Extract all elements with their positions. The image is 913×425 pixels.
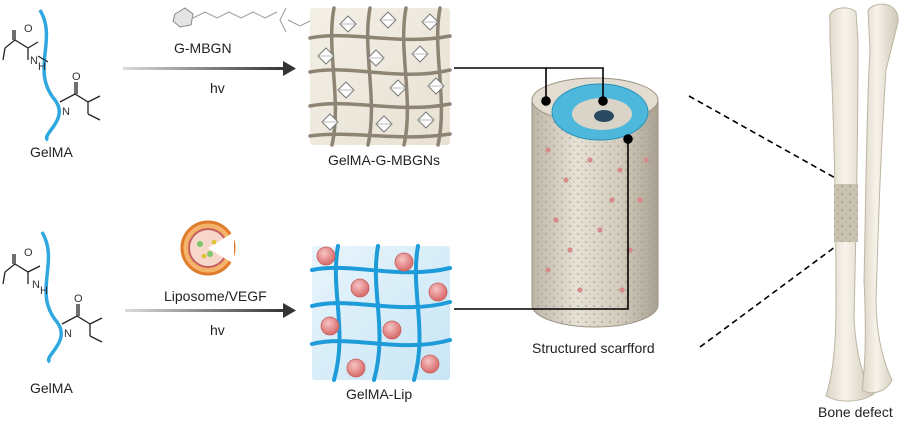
scaffold-speck bbox=[545, 267, 550, 272]
liposome-particle bbox=[321, 317, 339, 335]
liposome-icon bbox=[182, 222, 234, 274]
scaffold-speck bbox=[587, 157, 592, 162]
scaffold-speck bbox=[545, 147, 550, 152]
liposome-particle bbox=[383, 321, 401, 339]
scaffold-speck bbox=[609, 197, 614, 202]
gelma-molecule-bottom: O N H O N bbox=[3, 232, 102, 362]
liposome-particle bbox=[429, 283, 447, 301]
gelma-lip-network bbox=[312, 246, 450, 380]
reagent-label-bottom: Liposome/VEGF bbox=[164, 288, 267, 304]
nh-atom: N bbox=[62, 106, 70, 118]
gelma-gmbgn-network bbox=[310, 8, 450, 145]
condition-label-top: hv bbox=[210, 80, 225, 96]
scaffold-speck bbox=[567, 247, 572, 252]
nh-atom: N bbox=[64, 328, 72, 340]
gmbgn-structure bbox=[173, 8, 312, 32]
product-label-bottom: GelMA-Lip bbox=[346, 386, 412, 402]
product-label-top: GelMA-G-MBGNs bbox=[328, 152, 440, 168]
liposome-particle bbox=[347, 359, 365, 377]
reaction-arrow-top bbox=[123, 61, 296, 76]
h-atom: H bbox=[38, 61, 46, 73]
scaffold-label: Structured scarfford bbox=[532, 340, 655, 356]
liposome-particle bbox=[351, 279, 369, 297]
scaffold-speck bbox=[563, 177, 568, 182]
reaction-arrow-bottom bbox=[125, 303, 296, 318]
bone-illustration bbox=[826, 4, 898, 401]
oxygen-atom: O bbox=[24, 247, 33, 259]
scaffold-speck bbox=[643, 157, 648, 162]
scaffold-speck bbox=[553, 217, 558, 222]
gelma-label-bottom: GelMA bbox=[30, 380, 73, 396]
gelatin-strand-bottom bbox=[42, 232, 61, 362]
liposome-particle bbox=[317, 247, 335, 265]
h-atom: H bbox=[40, 285, 48, 297]
callout-dashed-lines bbox=[689, 96, 846, 347]
gelatin-strand-top bbox=[40, 10, 59, 140]
reagent-label-top: G-MBGN bbox=[174, 40, 232, 56]
liposome-particle bbox=[421, 355, 439, 373]
gelma-molecule-top: O N H O N bbox=[3, 10, 100, 140]
nh-atom: N bbox=[30, 55, 38, 67]
scaffold-speck bbox=[577, 287, 582, 292]
scaffold-speck bbox=[619, 287, 624, 292]
liposome-particle bbox=[395, 253, 413, 271]
gelma-label-top: GelMA bbox=[30, 144, 73, 160]
oxygen-atom: O bbox=[74, 293, 83, 305]
oxygen-atom: O bbox=[24, 23, 33, 35]
scaffold-speck bbox=[637, 197, 642, 202]
scaffold-speck bbox=[617, 167, 622, 172]
nh-atom: N bbox=[32, 279, 40, 291]
structured-scaffold bbox=[532, 78, 658, 327]
scaffold-speck bbox=[597, 227, 602, 232]
condition-label-bottom: hv bbox=[210, 322, 225, 338]
bone-label: Bone defect bbox=[818, 404, 893, 420]
oxygen-atom: O bbox=[72, 71, 81, 83]
